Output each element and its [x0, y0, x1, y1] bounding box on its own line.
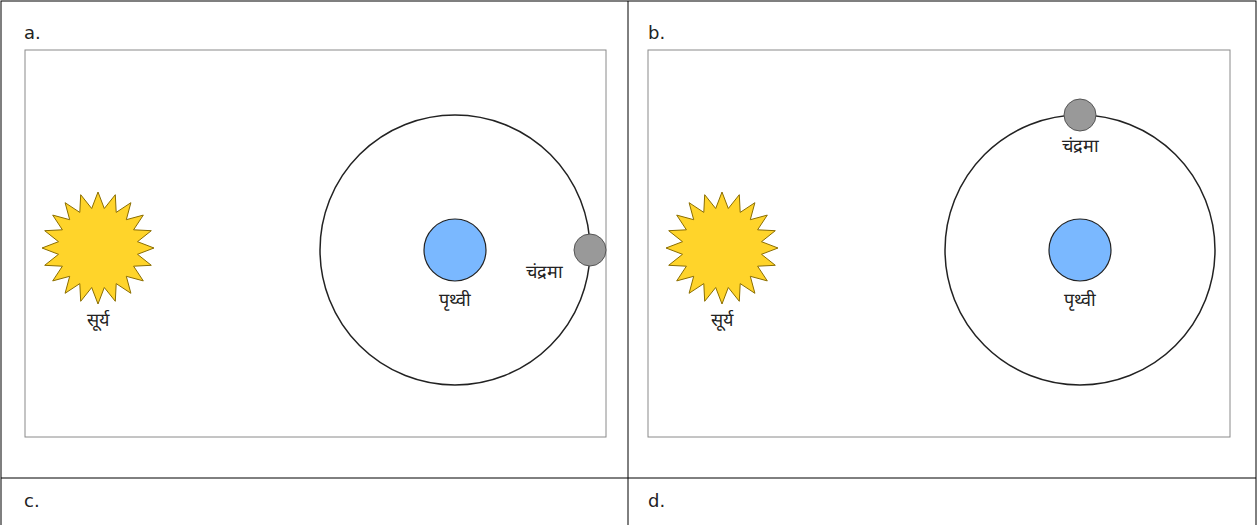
body-name: चंद्रमा — [526, 261, 563, 283]
panel-letter: d. — [648, 490, 665, 512]
panel-letter: b. — [648, 22, 665, 44]
panel-letter: a. — [24, 22, 41, 44]
earth-circle — [424, 219, 486, 281]
moon-circle — [574, 234, 606, 266]
sun-symbol — [42, 192, 154, 304]
orbit-circle — [320, 115, 590, 385]
moon-circle — [1064, 99, 1096, 131]
panel-letter: c. — [24, 490, 40, 512]
panel-frame — [25, 50, 606, 437]
body-name: सूर्य — [711, 309, 733, 331]
table-divider — [628, 1, 629, 525]
earth-circle — [1049, 219, 1111, 281]
body-name: सूर्य — [87, 309, 109, 331]
body-name: पृथ्वी — [439, 289, 471, 311]
body-name: चंद्रमा — [1062, 135, 1099, 157]
orbit-circle — [945, 115, 1215, 385]
body-name: पृथ्वी — [1064, 289, 1096, 311]
sun-symbol — [666, 192, 778, 304]
table-divider — [1, 478, 1256, 479]
panel-frame — [648, 50, 1230, 437]
